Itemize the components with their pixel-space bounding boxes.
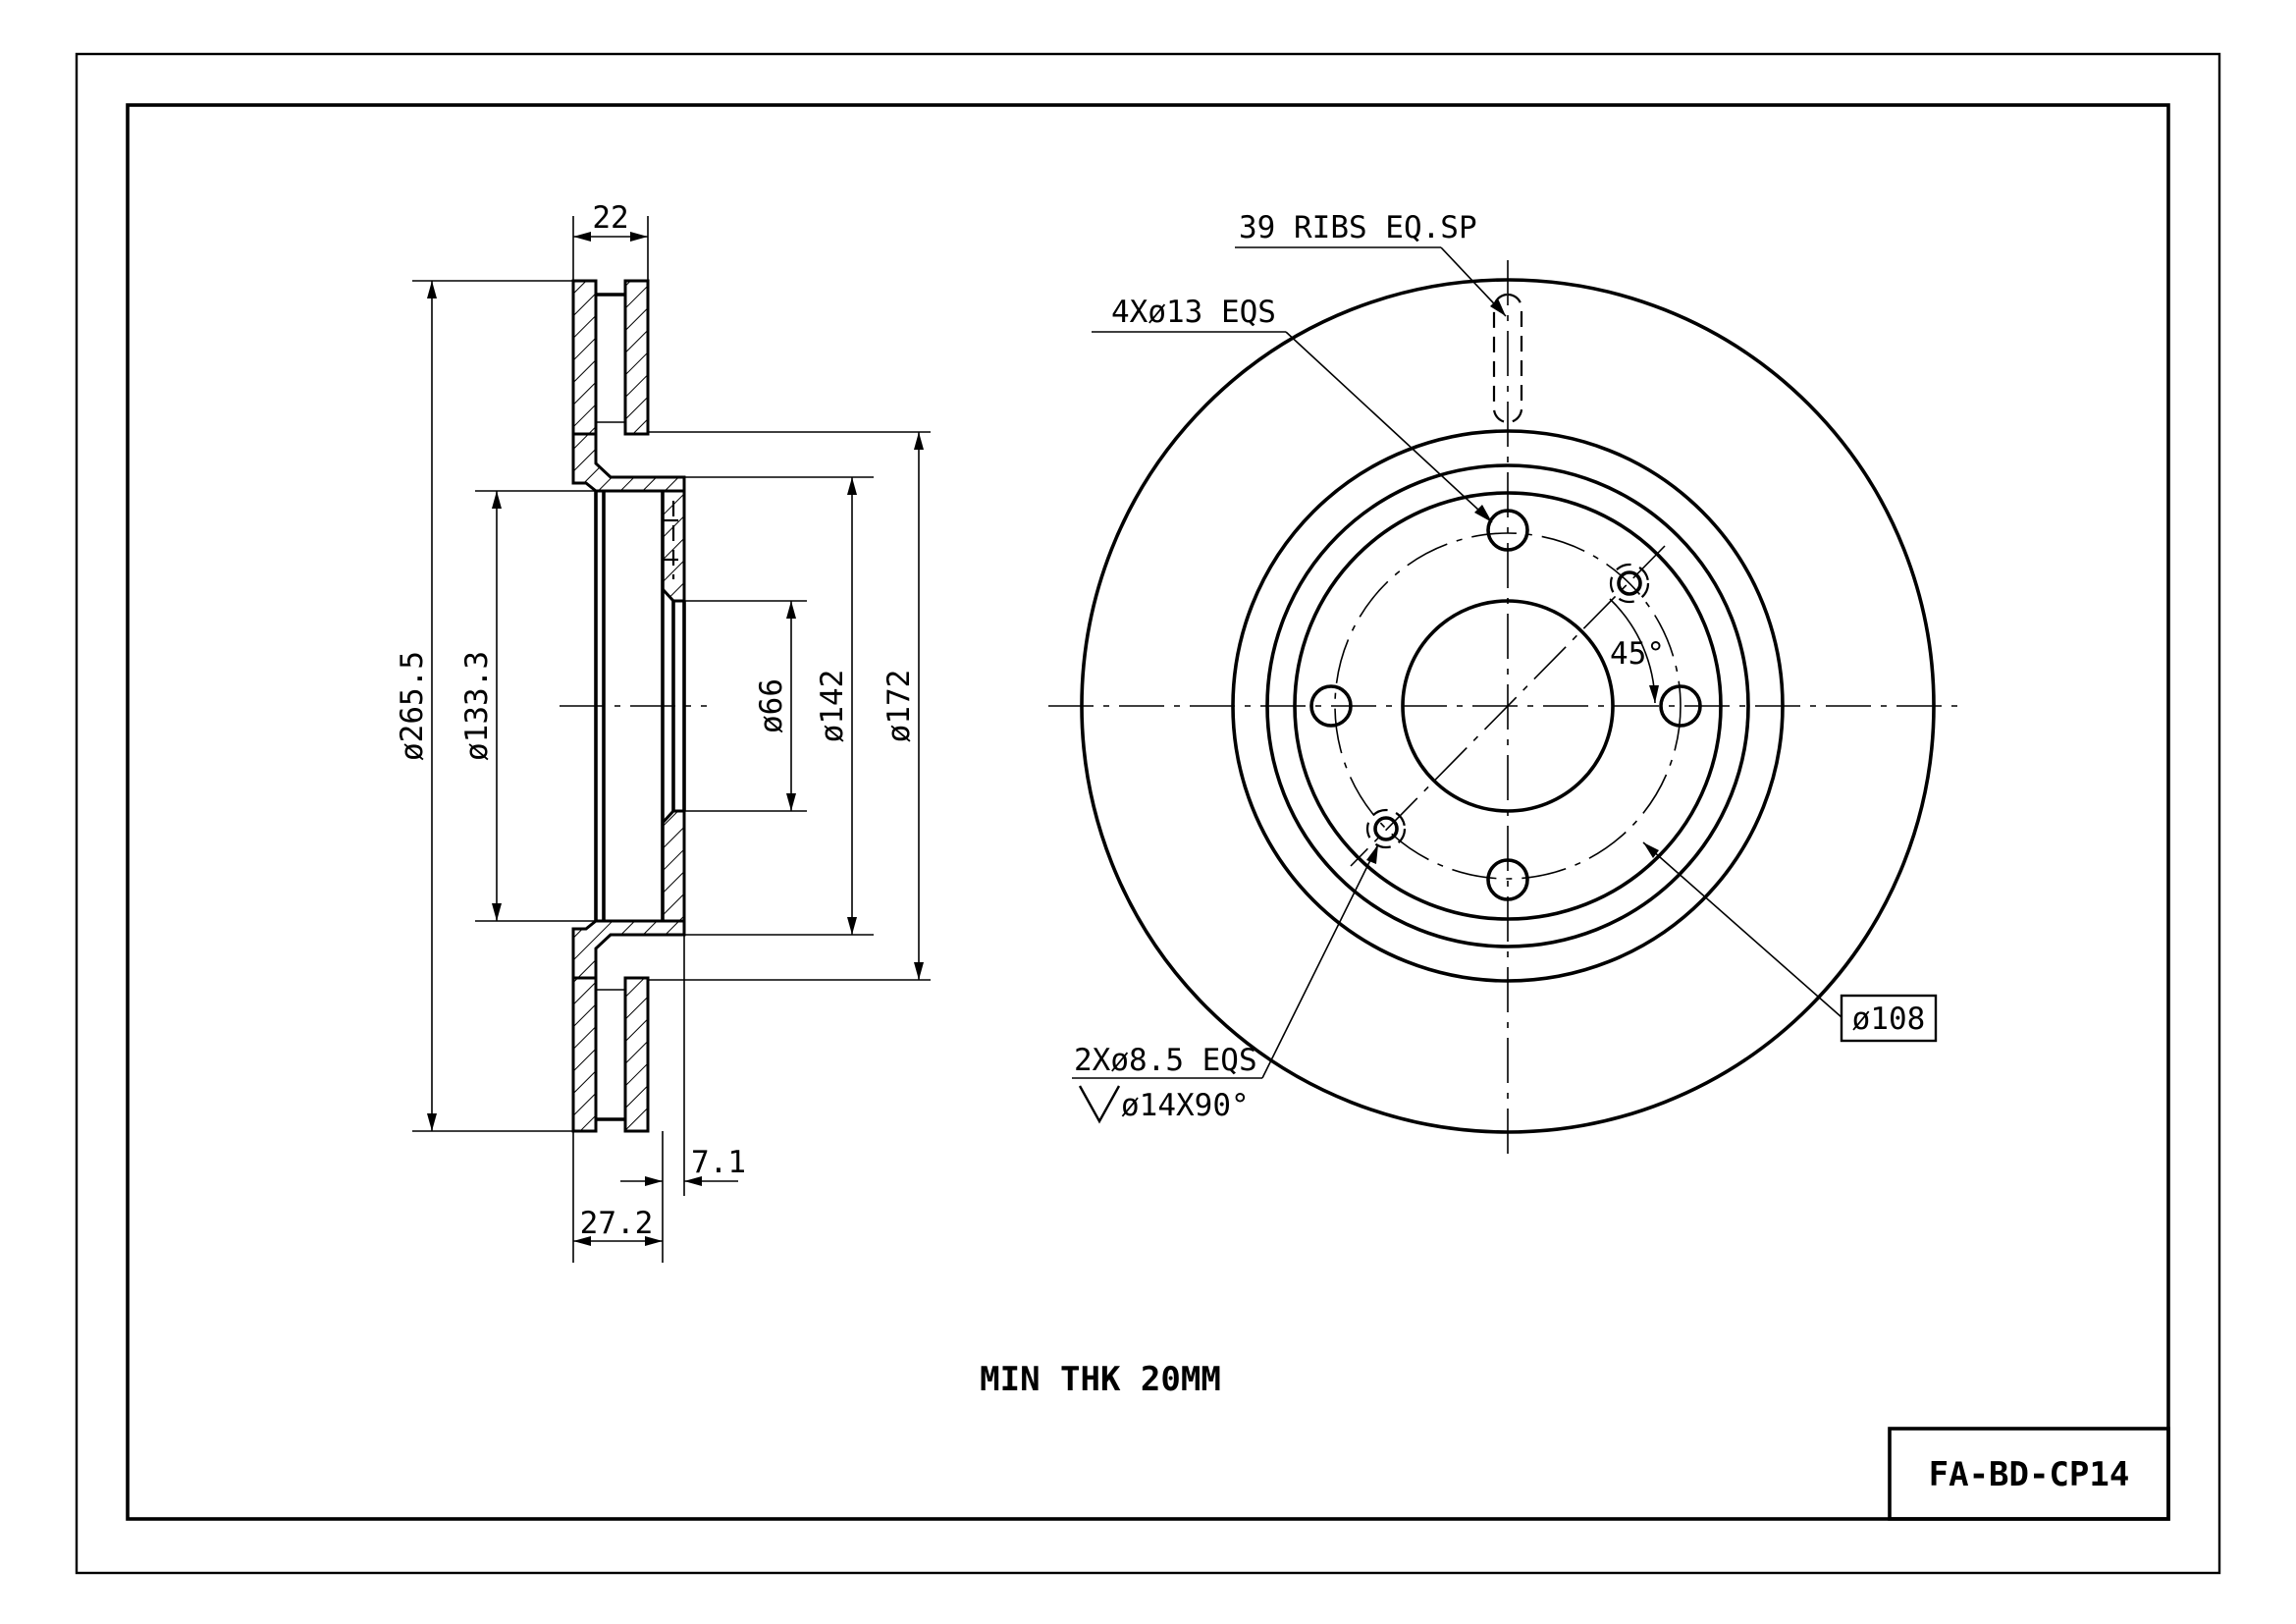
aux-hole-bottom-left — [1373, 816, 1399, 841]
front-view: 45° 39 RIBS EQ.SP 4Xø13 EQS 2Xø8.5 EQS ø… — [1048, 210, 1961, 1159]
pcd-circle — [1334, 532, 1682, 880]
dim-friction-inner: ø172 — [881, 670, 917, 743]
hat-neck-bottom — [571, 919, 686, 980]
pcd-label: ø108 — [1852, 1001, 1926, 1037]
pcd-label-box — [1840, 994, 1938, 1043]
title-block: FA-BD-CP14 — [1888, 1427, 2170, 1521]
center-bore — [1401, 599, 1615, 813]
inner-plate-top — [623, 279, 650, 436]
hat-neck-top — [571, 432, 686, 493]
bolt-hole-left — [1309, 684, 1353, 728]
outer-plate-bottom — [571, 976, 598, 1133]
hub-inner-edge — [1293, 491, 1723, 921]
dim-flange-offset: 7.1 — [691, 1145, 746, 1180]
dim-hat-bore: ø133.3 — [459, 651, 495, 761]
outer-plate-top — [571, 279, 598, 436]
ribs-note: 39 RIBS EQ.SP — [1239, 210, 1477, 245]
part-number: FA-BD-CP14 — [1929, 1455, 2130, 1494]
dim-outer-diameter: ø265.5 — [395, 651, 430, 761]
dim-hub-diameter: ø142 — [815, 670, 850, 743]
bolt-hole-bottom — [1486, 858, 1529, 901]
inner-border — [126, 103, 2170, 1521]
rib-slot — [1492, 293, 1523, 424]
dim-hat-width: 22 — [592, 200, 628, 236]
bolt-hole-top — [1486, 509, 1529, 552]
countersink-icon — [1078, 1085, 1121, 1124]
disc-outer-edge — [1080, 278, 1936, 1134]
section-view: 22 ø265.5 ø133.3 ø66 ø142 ø172 7.1 — [395, 200, 931, 1263]
inner-plate-bottom — [623, 976, 650, 1133]
bolt-hole-right — [1659, 684, 1702, 728]
dim-overall-height: 27.2 — [580, 1206, 654, 1241]
angle-label: 45° — [1610, 636, 1665, 672]
hub-outer-edge — [1265, 463, 1750, 948]
friction-inner-edge — [1231, 429, 1785, 983]
outer-border — [75, 52, 2221, 1575]
aux-holes-note: 2Xø8.5 EQS — [1074, 1043, 1257, 1078]
aux-hole-top-right — [1617, 570, 1642, 596]
hat-flange-bottom — [661, 809, 686, 923]
countersink-note: ø14X90° — [1121, 1088, 1250, 1123]
dim-center-bore: ø66 — [754, 678, 789, 733]
min-thickness-note: MIN THK 20MM — [980, 1360, 1221, 1399]
bolt-holes-note: 4Xø13 EQS — [1111, 295, 1276, 330]
